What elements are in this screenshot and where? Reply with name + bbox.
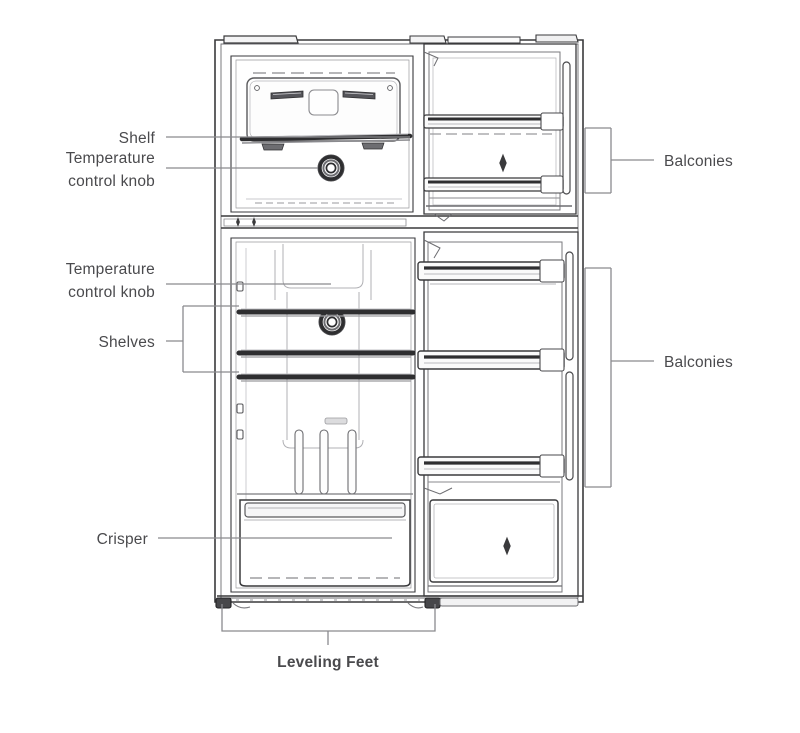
label-balconies-bottom: Balconies	[664, 354, 733, 371]
freezer-vent-left	[270, 90, 304, 100]
label-crisper: Crisper	[97, 531, 148, 548]
fresh-food-balcony-2	[417, 348, 565, 372]
label-shelf: Shelf	[119, 130, 156, 147]
label-temperature-control-knob-freezer-line1: Temperature	[66, 150, 155, 167]
fresh-food-compartment	[230, 237, 416, 593]
freezer-vent-right	[342, 90, 376, 100]
label-shelves: Shelves	[98, 334, 155, 351]
fresh-food-door-bin	[428, 499, 562, 587]
freezer-back-panel	[246, 72, 402, 204]
fresh-food-balcony-3	[417, 454, 565, 495]
label-temperature-control-knob-fresh-food-line1: Temperature	[66, 261, 155, 278]
freezer-balcony-2	[423, 175, 564, 194]
cabinet-base	[215, 595, 583, 609]
leader-lines	[158, 136, 654, 539]
fresh-food-shelf-1	[236, 308, 416, 317]
bottle-dividers	[294, 429, 357, 495]
fresh-food-balcony-1	[417, 259, 565, 285]
fresh-food-shelf-3	[236, 373, 416, 382]
fresh-food-shelf-2	[236, 349, 416, 358]
label-temperature-control-knob-freezer-line2: control knob	[68, 173, 155, 190]
freezer-door	[423, 43, 577, 222]
leveling-foot-left	[215, 597, 251, 609]
bracket-balconies-bottom	[585, 267, 612, 488]
callout-brackets	[182, 127, 612, 645]
crisper-drawer[interactable]	[237, 493, 413, 587]
label-leveling-feet: Leveling Feet	[277, 654, 379, 671]
label-temperature-control-knob-fresh-food-line2: control knob	[68, 284, 155, 301]
label-balconies-top: Balconies	[664, 153, 733, 170]
fresh-food-door	[417, 231, 579, 597]
bracket-shelves	[182, 305, 239, 373]
freezer-balcony-1	[423, 112, 564, 135]
cabinet-body	[214, 34, 584, 603]
